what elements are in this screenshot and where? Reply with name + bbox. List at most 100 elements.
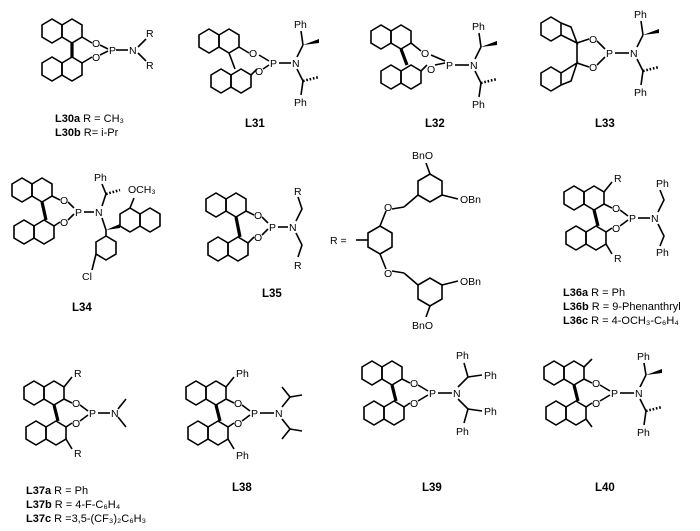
naphthyl-ring xyxy=(205,192,227,218)
naphthyl-ring xyxy=(205,380,227,406)
naphthyl-ring xyxy=(565,400,587,426)
bond xyxy=(261,228,269,236)
r-group: R xyxy=(614,173,622,185)
bond xyxy=(605,243,613,255)
bond xyxy=(63,376,73,388)
naphthyl-ring xyxy=(361,360,383,386)
bond xyxy=(457,398,469,424)
compound-label-L39: L39 xyxy=(422,482,442,494)
bond xyxy=(91,253,97,271)
structure-L31: O O P N Ph Ph xyxy=(198,19,320,109)
phenyl-group: Ph xyxy=(472,21,485,33)
bond xyxy=(434,62,446,66)
bond xyxy=(430,54,446,62)
hash-bond xyxy=(105,188,121,196)
hash-bond xyxy=(645,405,663,413)
bond xyxy=(474,70,482,84)
phosphorus-atom: P xyxy=(109,45,116,57)
bond xyxy=(441,280,459,286)
bond xyxy=(300,30,304,46)
biaryl-bond xyxy=(592,209,600,227)
naphthyl-ring xyxy=(185,380,207,406)
biaryl-bond xyxy=(40,201,48,221)
compound-label-L37a: L37a R = Ph xyxy=(26,485,89,497)
phosphorus-atom: P xyxy=(269,222,276,234)
structure-L40: O O P N Ph Ph xyxy=(543,351,663,439)
bond xyxy=(289,394,303,398)
compound-label-L32: L32 xyxy=(425,118,445,130)
bond xyxy=(457,362,469,388)
bond xyxy=(417,384,429,392)
naphthyl-ring xyxy=(218,28,240,54)
benzo-ring xyxy=(540,16,562,42)
naphthyl-ring xyxy=(41,18,63,44)
oxygen-atom: O xyxy=(60,217,68,229)
indane-ring xyxy=(560,61,579,86)
bond xyxy=(245,210,255,216)
hash-bond xyxy=(642,65,660,73)
phosphorus-atom: P xyxy=(429,388,436,400)
bond xyxy=(79,404,89,412)
methyl-bond xyxy=(585,418,593,428)
phosphorus-atom: P xyxy=(89,408,96,420)
naphthyl-ring xyxy=(381,360,403,386)
bond xyxy=(225,398,235,404)
oxygen-atom: O xyxy=(410,378,418,390)
nitrogen-atom: N xyxy=(470,60,478,72)
compound-label-L36a: L36a R = Ph xyxy=(563,287,626,299)
compound-label-L38: L38 xyxy=(232,482,252,494)
aryl-ring xyxy=(417,277,443,307)
bond xyxy=(657,189,665,213)
naphthyl-ring xyxy=(565,225,587,251)
bond xyxy=(227,422,235,428)
bond xyxy=(401,378,411,384)
bond xyxy=(241,404,251,412)
bond xyxy=(403,402,411,408)
bond xyxy=(391,206,405,210)
r-equals-label: R = xyxy=(330,235,347,247)
bond xyxy=(599,394,611,402)
phenyl-group: Ph xyxy=(456,350,469,362)
wedge-bond xyxy=(303,39,319,45)
bond xyxy=(636,58,644,72)
oxygen-atom: O xyxy=(612,203,620,215)
benzyloxy-group: BnO xyxy=(412,320,433,332)
naphthyl-ring xyxy=(585,225,607,251)
phosphorus-atom: P xyxy=(611,388,618,400)
bond xyxy=(596,40,606,50)
r-group: R xyxy=(146,60,154,72)
compound-label-L30b: L30b R= i-Pr xyxy=(55,127,119,139)
oxygen-atom: O xyxy=(92,38,100,50)
phenyl-group: Ph xyxy=(456,426,469,438)
bond xyxy=(619,209,629,217)
bond xyxy=(295,232,303,258)
naphthyl-ring xyxy=(198,28,220,54)
tetrahydronaphthyl-ring xyxy=(45,420,67,446)
naphthyl-ring xyxy=(207,420,229,446)
bond xyxy=(410,42,422,52)
naphthyl-ring xyxy=(390,24,412,50)
phosphorus-atom: P xyxy=(629,213,636,225)
bond xyxy=(117,416,127,428)
biaryl-bond xyxy=(234,216,242,238)
nitrogen-atom: N xyxy=(292,58,300,70)
benzo-ring xyxy=(540,66,562,92)
bond xyxy=(258,54,270,62)
naphthyl-ring xyxy=(563,360,585,386)
phenyl-group: Ph xyxy=(294,97,307,109)
bond xyxy=(67,201,75,209)
compound-label-L36c: L36c R = 4-OCH₃-C₆H₄ xyxy=(563,315,679,327)
bond xyxy=(51,195,61,201)
oxygen-atom: O xyxy=(234,398,242,410)
naphthyl-ring xyxy=(11,177,33,203)
wedge-bond xyxy=(643,29,659,35)
naphthyl-ring xyxy=(545,400,567,426)
bond xyxy=(640,70,644,86)
r-group: R xyxy=(614,253,622,265)
bond xyxy=(137,52,147,62)
bond xyxy=(619,219,629,227)
naphthyl-ring xyxy=(563,185,585,211)
hash-bond xyxy=(480,77,498,85)
tetrahydronaphthyl-ring xyxy=(25,420,47,446)
naphthyl-ring xyxy=(583,185,605,211)
